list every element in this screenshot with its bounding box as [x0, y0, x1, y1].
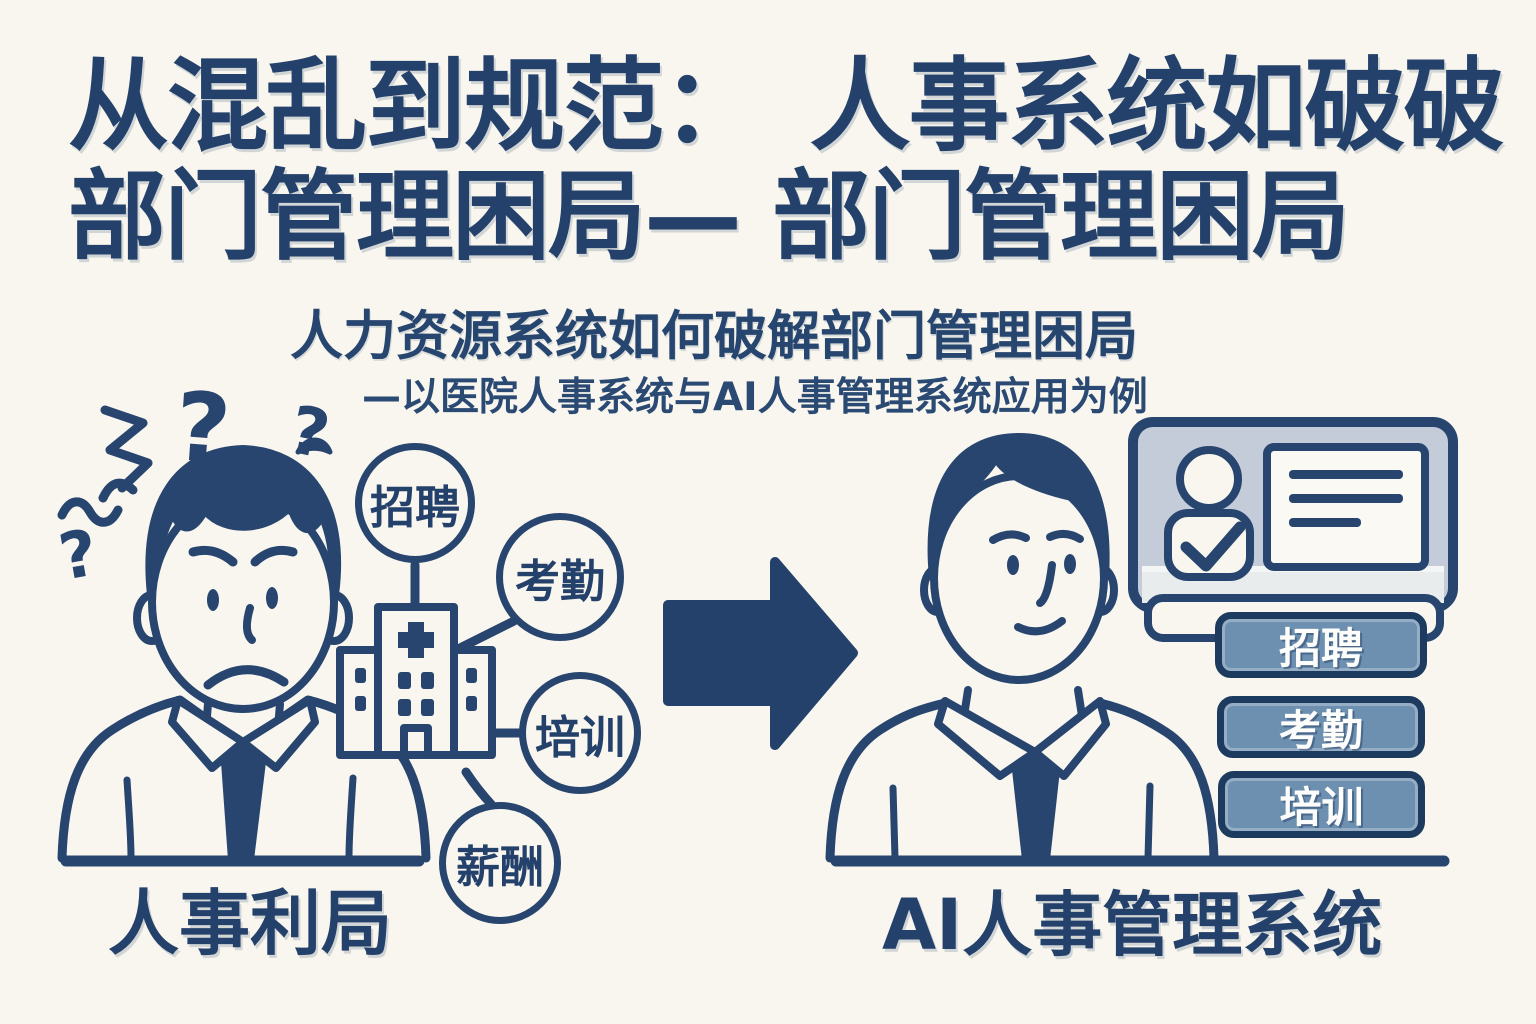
medical-cross-icon [398, 622, 434, 658]
subtitle: 人力资源系统如何破解部门管理困局 [290, 306, 1138, 367]
left-scene-caption: 人事利局 [108, 882, 393, 965]
user-profile-icon [1164, 446, 1254, 581]
attendance-button[interactable]: 考勤 [1217, 696, 1425, 758]
main-title-line1: 从混乱到规范： 人事系统如破破 [68, 47, 1505, 165]
training-button[interactable]: 培训 [1218, 771, 1425, 838]
right-scene-caption: AI人事管理系统 [882, 884, 1383, 966]
bubble-salary: 薪酬 [439, 802, 561, 924]
recruitment-button[interactable]: 招聘 [1215, 612, 1427, 678]
confused-man-illustration [57, 437, 431, 863]
checkmark-icon [1180, 521, 1246, 572]
necktie [221, 742, 266, 860]
subtitle-example-note: —以医院人事系统与AI人事管理系统应用为例 [362, 375, 1148, 420]
transform-arrow-icon [663, 557, 858, 750]
necktie [1012, 750, 1060, 860]
hospital-building-icon [336, 603, 496, 759]
document-card-icon [1263, 443, 1429, 571]
bubble-attendance: 考勤 [496, 513, 624, 641]
main-title-line2: 部门管理困局— 部门管理困局 [68, 160, 1350, 274]
happy-man-illustration [825, 433, 1219, 863]
bubble-training: 培训 [519, 672, 641, 794]
monitor-icon [1128, 417, 1458, 613]
confusion-squiggles-icon [57, 405, 153, 527]
bubble-connectors [410, 560, 524, 809]
bubble-recruitment: 招聘 [355, 443, 475, 563]
